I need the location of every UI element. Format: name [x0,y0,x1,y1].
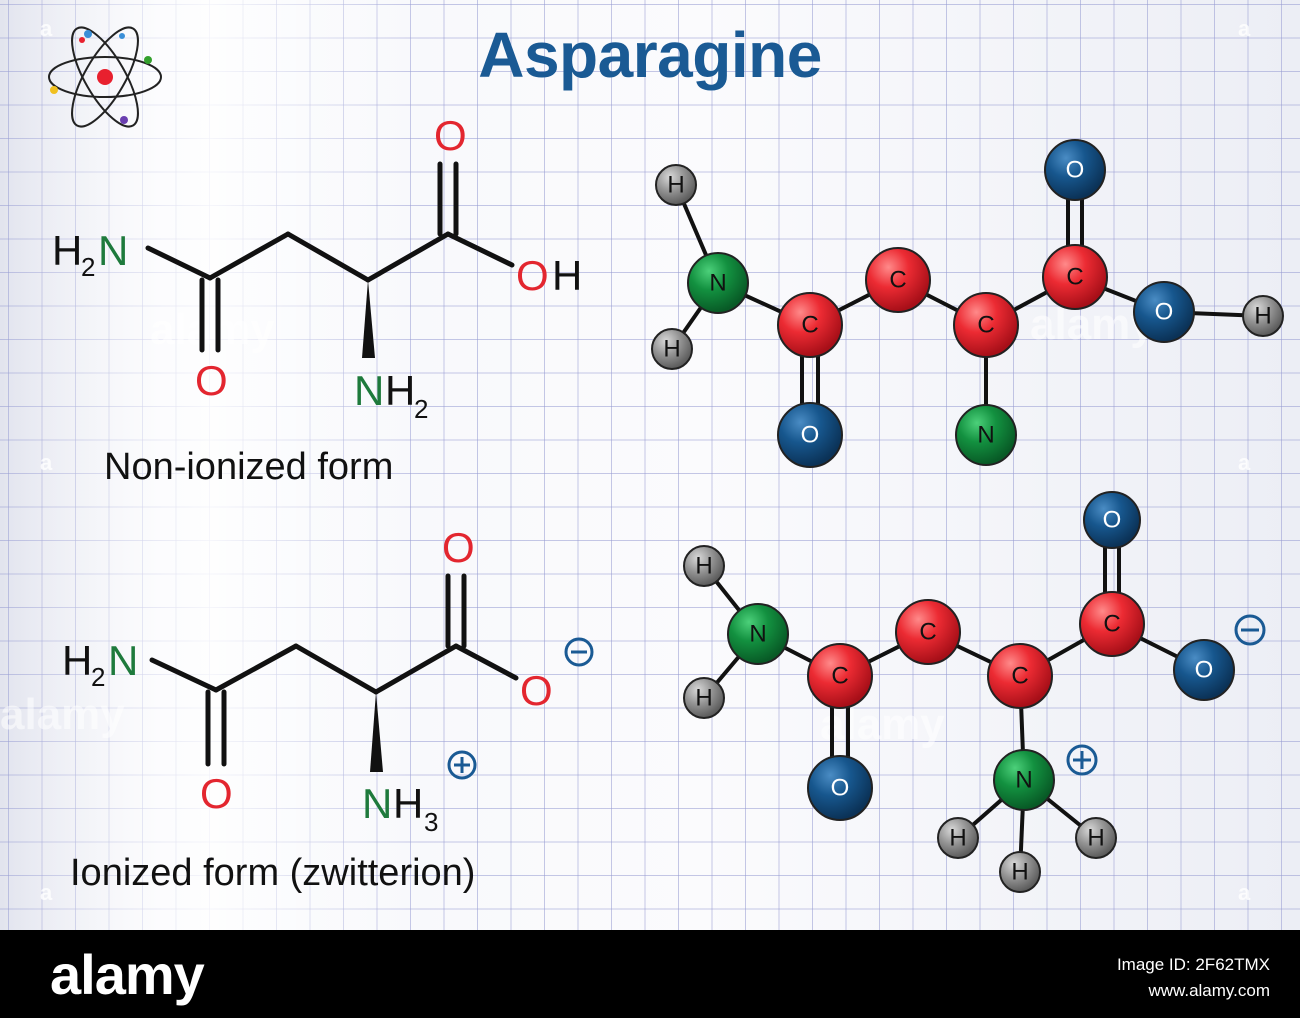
atom-logo-icon [48,26,162,128]
svg-text:C: C [1103,611,1120,638]
atom-subscript: 2 [91,662,105,692]
atom-label: H [62,637,92,684]
svg-text:H: H [663,336,680,363]
atom-ball: H [937,817,979,859]
svg-text:H: H [667,172,684,199]
wedge-bond [370,692,383,772]
atom-ball: O [1133,281,1195,343]
atom-label-n: N [354,367,384,414]
positive-charge-icon [447,750,477,780]
svg-text:H: H [1011,859,1028,886]
atom-ball: C [987,643,1053,709]
atom-label-n: N [98,227,128,274]
atom-ball: H [1242,295,1284,337]
atom-label-o: O [200,770,233,817]
svg-text:O: O [831,775,850,802]
footer-info: Image ID: 2F62TMX www.alamy.com [1117,952,1270,1004]
watermark-side: a [1238,450,1251,475]
atom-ball: N [727,603,789,665]
svg-text:H: H [695,553,712,580]
watermark-side: a [1238,16,1251,41]
graph-paper-background: alamy alamy alamy alamy a a a a a a Aspa… [0,0,1300,930]
svg-text:N: N [709,270,726,297]
atom-ball: C [1042,244,1108,310]
svg-text:O: O [1195,657,1214,684]
svg-text:C: C [801,312,818,339]
svg-text:C: C [1011,663,1028,690]
atom-label-o: O [195,357,228,404]
caption-non-ionized: Non-ionized form [104,446,394,488]
watermark-side: a [40,450,53,475]
atom-ball: O [1083,491,1141,549]
svg-text:O: O [1155,299,1174,326]
atom-label-o: O [520,667,553,714]
atom-label-n: N [108,637,138,684]
svg-text:C: C [889,267,906,294]
atom-label: H [552,252,582,299]
ball-and-stick-ionized: H N H C O C C N H H H C O O [683,491,1266,893]
svg-text:O: O [1103,507,1122,534]
svg-text:H: H [949,825,966,852]
site-url[interactable]: www.alamy.com [1148,981,1270,1000]
watermark-side: a [40,880,53,905]
atom-subscript: 2 [81,252,95,282]
atom-label-o: O [434,112,467,159]
svg-text:O: O [1066,157,1085,184]
atom-ball: H [1075,817,1117,859]
atom-ball: H [683,677,725,719]
atom-label: H [52,227,82,274]
atom-ball: C [865,247,931,313]
caption-ionized: Ionized form (zwitterion) [70,852,476,894]
atom-ball: O [777,402,843,468]
atom-ball: O [807,755,873,821]
atom-ball: C [807,643,873,709]
atom-ball: N [993,749,1055,811]
atom-ball: H [651,328,693,370]
atom-ball: N [687,252,749,314]
atom-subscript: 3 [424,807,438,837]
atom-label: H [385,367,415,414]
ball-and-stick-non-ionized: H N H C O C C N C O O H [651,139,1284,468]
atom-label: H [393,780,423,827]
atom-ball: H [655,164,697,206]
negative-charge-icon [1234,614,1266,646]
svg-text:C: C [831,663,848,690]
svg-text:H: H [1254,303,1271,330]
svg-text:N: N [977,422,994,449]
page-title: Asparagine [478,19,822,91]
atom-ball: C [777,292,843,358]
atom-ball: C [953,292,1019,358]
atom-ball: N [955,404,1017,466]
atom-label-n: N [362,780,392,827]
wedge-bond [362,280,375,358]
skeletal-formula-non-ionized: H 2 N O O O H N H 2 [52,112,582,424]
svg-text:N: N [1015,767,1032,794]
atom-ball: C [895,599,961,665]
watermark-side: a [40,16,53,41]
image-id: Image ID: 2F62TMX [1116,955,1270,974]
watermark-side: a [1238,880,1251,905]
svg-text:O: O [801,422,820,449]
skeletal-formula-ionized: H 2 N O O O N H 3 [62,524,594,837]
negative-charge-icon [564,637,594,667]
atom-ball: O [1044,139,1106,201]
svg-text:C: C [1066,264,1083,291]
atom-label-o: O [442,524,475,571]
svg-text:H: H [695,685,712,712]
footer-bar [0,930,1300,1018]
atom-ball: O [1173,639,1235,701]
atom-subscript: 2 [414,394,428,424]
atom-label-o: O [516,252,549,299]
svg-text:C: C [977,312,994,339]
positive-charge-icon [1066,744,1098,776]
svg-text:H: H [1087,825,1104,852]
atom-ball: H [683,545,725,587]
svg-text:N: N [749,621,766,648]
atom-ball: H [999,851,1041,893]
atom-ball: C [1079,591,1145,657]
svg-text:C: C [919,619,936,646]
footer-logo: alamy [50,943,205,1006]
